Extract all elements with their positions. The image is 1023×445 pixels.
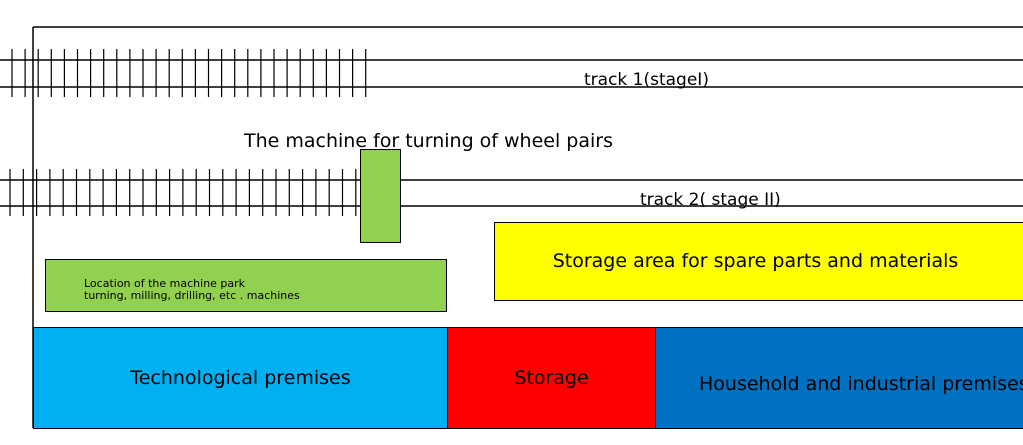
machine-label: The machine for turning of wheel pairs [244, 132, 613, 151]
track-2-sleepers [9, 169, 357, 216]
machine-park-area: Location of the machine park turning, mi… [45, 259, 447, 312]
storage-premises: Storage [447, 327, 656, 429]
machine-park-label-line2: turning, milling, drilling, etc . machin… [84, 290, 300, 301]
spare-parts-storage-label: Storage area for spare parts and materia… [552, 252, 959, 271]
technological-premises-label: Technological premises [130, 368, 351, 388]
wheel-turning-machine [360, 149, 401, 243]
technological-premises: Technological premises [33, 327, 448, 429]
household-industrial-premises-label: Household and industrial premises [699, 373, 1023, 395]
storage-premises-label: Storage [514, 368, 589, 388]
household-industrial-premises: Household and industrial premises [655, 327, 1023, 429]
track-1-sleepers [11, 49, 367, 97]
spare-parts-storage-area: Storage area for spare parts and materia… [494, 222, 1023, 301]
track-2-label: track 2( stage II) [640, 192, 781, 209]
machine-park-label-line1: Location of the machine park [84, 278, 246, 289]
track-1-label: track 1(stageI) [584, 72, 709, 89]
